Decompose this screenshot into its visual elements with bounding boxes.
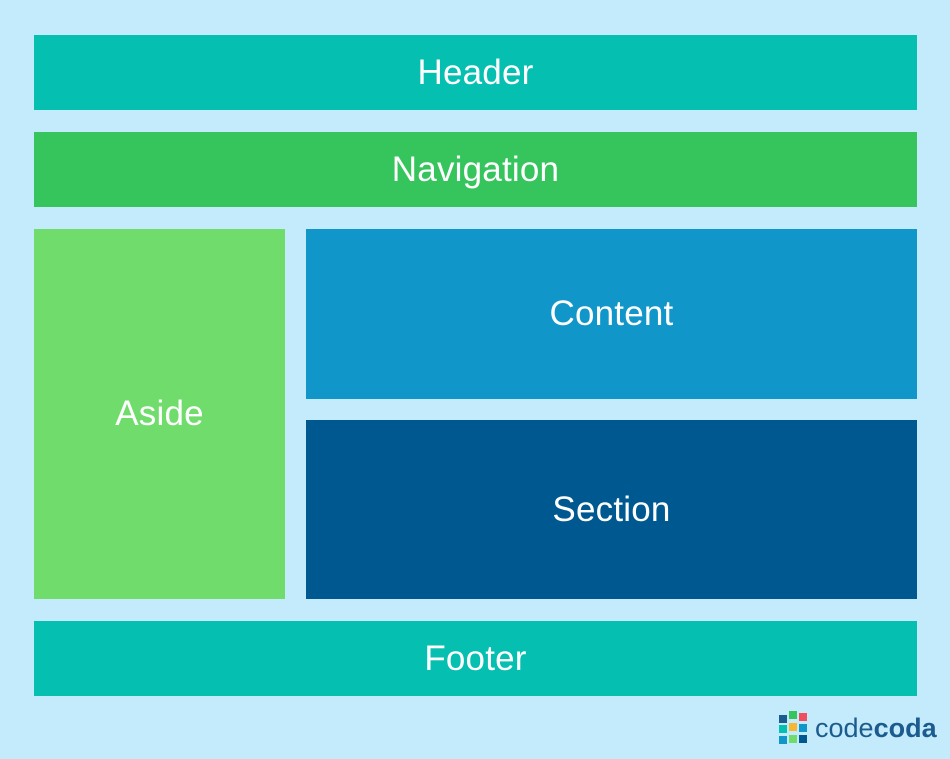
codecoda-logo: codecoda: [779, 710, 937, 746]
logo-text-coda: coda: [873, 712, 937, 743]
aside-block: Aside: [34, 229, 285, 599]
logo-text-code: code: [815, 712, 874, 743]
navigation-block: Navigation: [34, 132, 917, 207]
section-block: Section: [306, 420, 917, 599]
grid-squares-icon: [779, 711, 809, 745]
header-block: Header: [34, 35, 917, 110]
footer-block: Footer: [34, 621, 917, 696]
content-block: Content: [306, 229, 917, 399]
logo-text: codecoda: [815, 712, 937, 743]
